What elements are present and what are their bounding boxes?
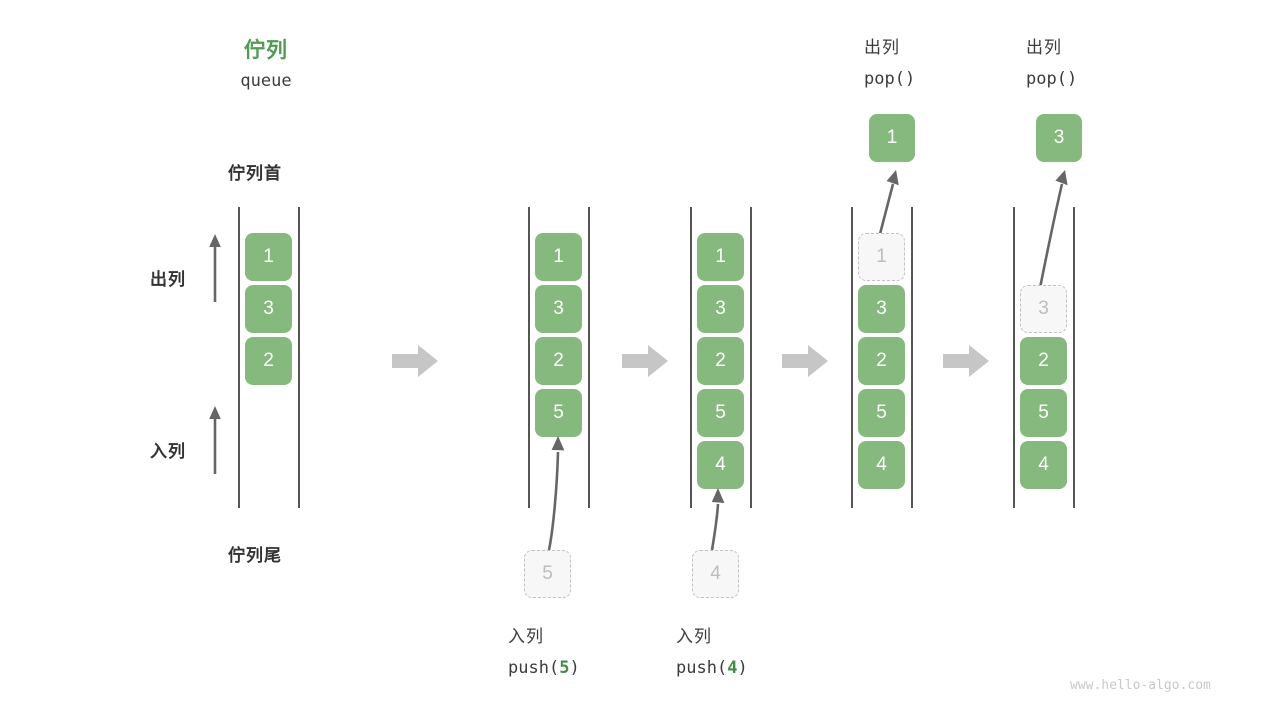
- queue-cell: 1: [245, 233, 292, 281]
- queue-rail-left: [851, 207, 853, 508]
- queue-cell: 5: [697, 389, 744, 437]
- popped-cell: 3: [1036, 114, 1082, 162]
- pop-caption-code: pop(): [864, 69, 916, 89]
- queue-cell: 2: [245, 337, 292, 385]
- push-caption-cn: 入列: [508, 627, 544, 646]
- enqueue-label: 入列: [150, 442, 186, 461]
- diagram-title-cn: 佇列: [244, 39, 288, 62]
- queue-cell: 5: [858, 389, 905, 437]
- queue-stage-pop-1: 1 3 2 5 4: [851, 207, 913, 508]
- flow-arrow-icon: [782, 344, 828, 378]
- watermark: www.hello-algo.com: [1070, 678, 1211, 693]
- pop-caption-cn: 出列: [1026, 38, 1062, 57]
- queue-cell: 1: [535, 233, 582, 281]
- queue-rail-left: [238, 207, 240, 508]
- push-code-suffix: ): [569, 658, 580, 678]
- queue-head-label: 佇列首: [228, 164, 282, 183]
- dequeue-label: 出列: [150, 270, 186, 289]
- dequeue-direction-arrow-icon: [206, 232, 224, 302]
- queue-cell: 2: [1020, 337, 1067, 385]
- push-code-prefix: push(: [508, 658, 560, 678]
- push-arrow-icon: [528, 430, 588, 555]
- queue-stage-initial: 1 3 2: [238, 207, 300, 508]
- queue-cell-ghost: 3: [1020, 285, 1067, 333]
- queue-rail-left: [528, 207, 530, 508]
- queue-cell: 3: [245, 285, 292, 333]
- queue-cell-ghost: 1: [858, 233, 905, 281]
- push-caption-code: push(4): [676, 658, 748, 678]
- pop-arrow-icon: [1020, 166, 1090, 292]
- push-code-value: 4: [727, 658, 738, 678]
- enqueue-direction-arrow-icon: [206, 404, 224, 474]
- queue-cell: 4: [858, 441, 905, 489]
- queue-cell: 2: [697, 337, 744, 385]
- queue-cell: 4: [1020, 441, 1067, 489]
- popped-cell: 1: [869, 114, 915, 162]
- queue-cell-new: 5: [535, 389, 582, 437]
- flow-arrow-icon: [392, 344, 438, 378]
- pop-arrow-icon: [858, 166, 918, 238]
- pop-caption-cn: 出列: [864, 38, 900, 57]
- queue-cell: 3: [535, 285, 582, 333]
- push-code-value: 5: [559, 658, 570, 678]
- queue-rail-right: [1073, 207, 1075, 508]
- push-code-suffix: ): [737, 658, 748, 678]
- push-arrow-icon: [696, 482, 746, 554]
- queue-rail-left: [690, 207, 692, 508]
- queue-cell: 1: [697, 233, 744, 281]
- flow-arrow-icon: [943, 344, 989, 378]
- diagram-title-en: queue: [240, 71, 292, 91]
- queue-cell: 2: [535, 337, 582, 385]
- push-caption-cn: 入列: [676, 627, 712, 646]
- queue-rail-right: [588, 207, 590, 508]
- queue-cell: 3: [858, 285, 905, 333]
- pop-caption-code: pop(): [1026, 69, 1078, 89]
- flow-arrow-icon: [622, 344, 668, 378]
- incoming-ghost-cell: 5: [524, 550, 571, 598]
- queue-stage-pop-3: 3 2 5 4: [1013, 207, 1075, 508]
- push-caption-code: push(5): [508, 658, 580, 678]
- queue-tail-label: 佇列尾: [228, 546, 282, 565]
- queue-cell-new: 4: [697, 441, 744, 489]
- queue-stage-push-5: 1 3 2 5: [528, 207, 590, 508]
- queue-rail-right: [298, 207, 300, 508]
- incoming-ghost-cell: 4: [692, 550, 739, 598]
- queue-rail-left: [1013, 207, 1015, 508]
- queue-cell: 3: [697, 285, 744, 333]
- queue-rail-right: [750, 207, 752, 508]
- queue-cell: 5: [1020, 389, 1067, 437]
- push-code-prefix: push(: [676, 658, 728, 678]
- queue-stage-push-4: 1 3 2 5 4: [690, 207, 752, 508]
- queue-cell: 2: [858, 337, 905, 385]
- queue-rail-right: [911, 207, 913, 508]
